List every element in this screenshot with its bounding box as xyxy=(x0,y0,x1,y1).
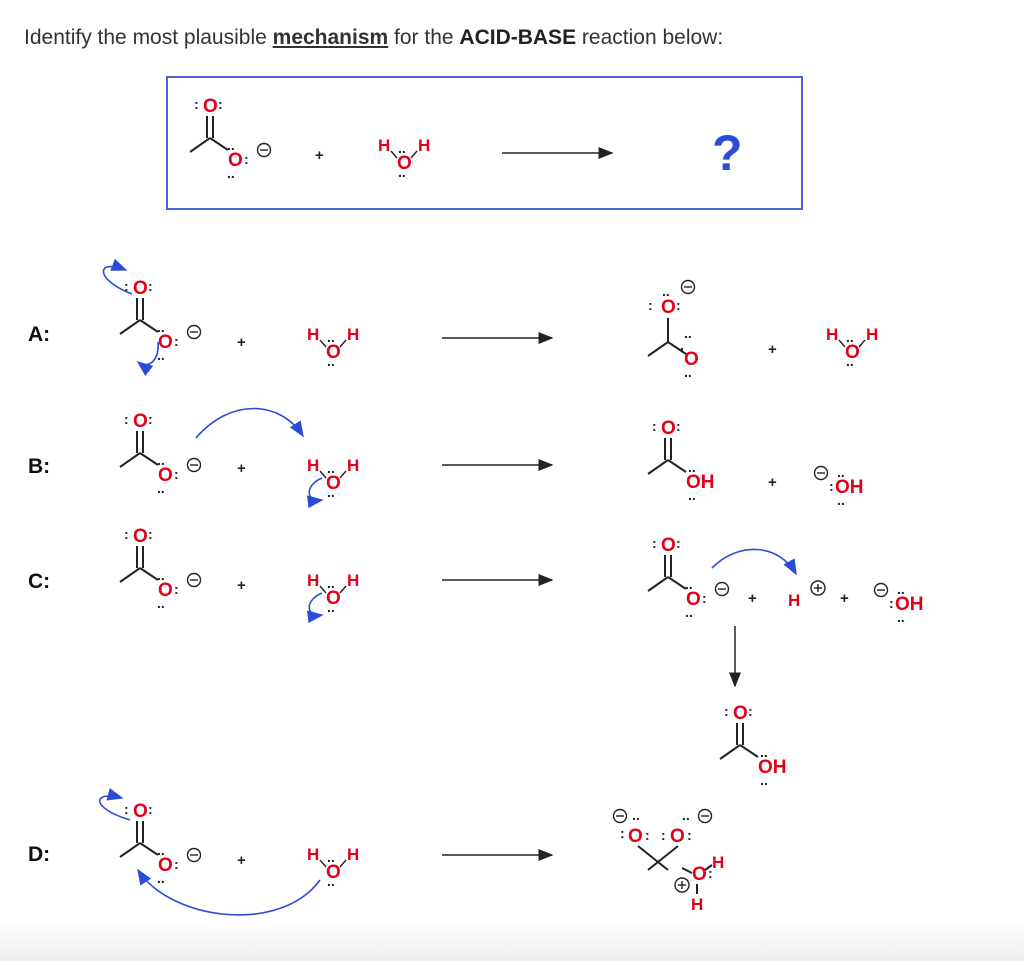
keyword-mechanism: mechanism xyxy=(272,26,389,49)
svg-text::: : xyxy=(676,297,681,313)
svg-text:+: + xyxy=(237,852,246,869)
svg-text:+: + xyxy=(237,460,246,477)
keyword-acid-base: ACID-BASE xyxy=(459,26,577,49)
svg-text:+: + xyxy=(315,147,324,164)
bottom-fade xyxy=(0,920,1024,961)
option-a-label[interactable]: A: xyxy=(28,323,51,346)
question-middle: for the xyxy=(388,26,460,49)
svg-text:+: + xyxy=(237,577,246,594)
svg-text::: : xyxy=(687,827,692,843)
curly-arrow-d1 xyxy=(98,788,131,821)
question-mark: ? xyxy=(712,125,743,181)
svg-text:O: O xyxy=(628,826,643,847)
question-prompt: Identify the most plausible mechanism fo… xyxy=(24,26,723,50)
curly-arrow-a2 xyxy=(136,341,159,376)
option-c-label[interactable]: C: xyxy=(28,570,51,593)
svg-text:H: H xyxy=(691,895,703,914)
curly-arrow-b2 xyxy=(306,477,324,509)
svg-text:+: + xyxy=(748,590,757,607)
svg-text:O: O xyxy=(692,864,707,885)
curly-arrow-d2 xyxy=(137,868,321,916)
svg-text::: : xyxy=(708,865,713,881)
curly-arrow-c2 xyxy=(711,548,797,576)
option-b-label[interactable]: B: xyxy=(28,455,51,478)
option-d-label[interactable]: D: xyxy=(28,843,51,866)
curly-arrow-b1 xyxy=(195,407,304,439)
question-prefix: Identify the most plausible xyxy=(24,26,273,49)
question-suffix: reaction below: xyxy=(576,26,724,49)
svg-text::: : xyxy=(645,827,650,843)
svg-text::: : xyxy=(661,827,666,843)
product-a-dianion: O : : .. O .. .. xyxy=(647,279,699,380)
svg-text:H: H xyxy=(712,853,724,872)
svg-text:..: .. xyxy=(684,364,692,380)
curly-arrow-a1 xyxy=(102,258,133,295)
svg-text:..: .. xyxy=(632,807,640,823)
svg-text:+: + xyxy=(840,590,849,607)
svg-text:+: + xyxy=(768,474,777,491)
curly-arrow-c1 xyxy=(306,592,324,624)
svg-text:O: O xyxy=(684,349,699,370)
svg-text:..: .. xyxy=(682,807,690,823)
svg-text::: : xyxy=(620,825,625,841)
svg-text:+: + xyxy=(237,334,246,351)
svg-text:H: H xyxy=(788,591,800,610)
svg-text:..: .. xyxy=(684,325,692,341)
product-d-tetrahedral: .. : O : : O : .. O H H : xyxy=(612,807,724,914)
svg-text:O: O xyxy=(670,826,685,847)
svg-text:..: .. xyxy=(662,283,670,299)
svg-text:O: O xyxy=(661,297,676,318)
reaction-box xyxy=(166,76,803,210)
svg-text::: : xyxy=(648,297,653,313)
svg-text:+: + xyxy=(768,341,777,358)
